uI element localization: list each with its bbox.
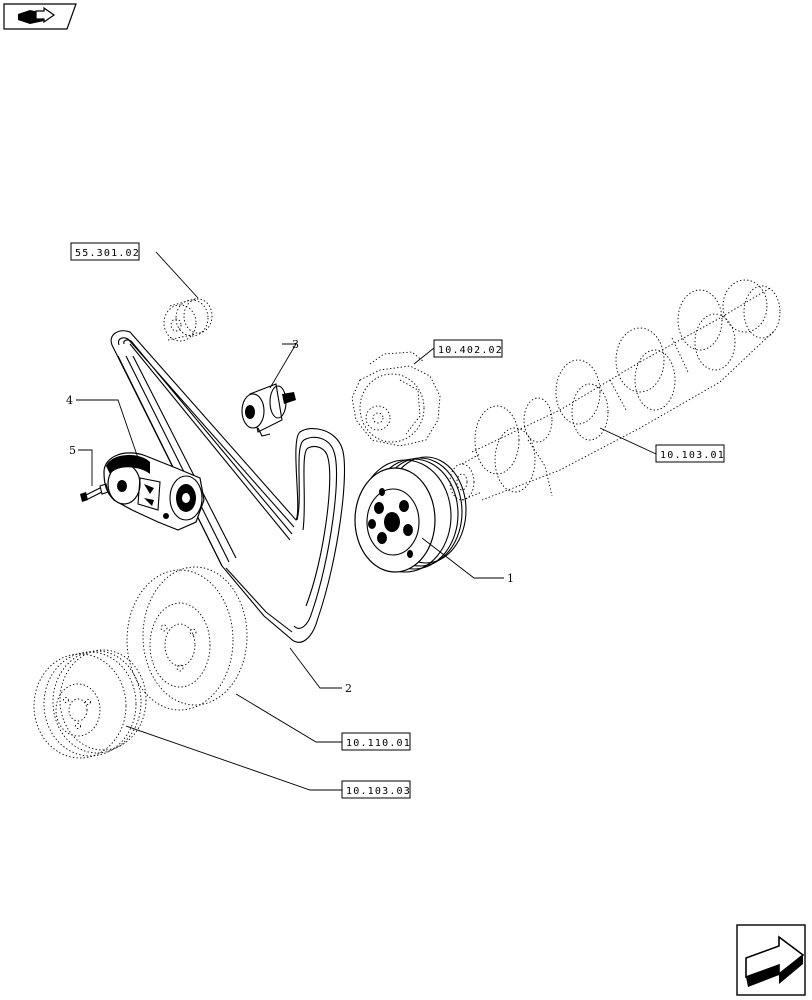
callout-1: 1 (507, 572, 514, 585)
reference-code: 10.110.01 (346, 738, 411, 749)
bolt (80, 483, 109, 502)
grooved-pulley-reference-drawing (33, 649, 147, 759)
reference-link-10-103-01[interactable]: 10.103.01 (655, 444, 725, 463)
idler-roller (241, 383, 296, 437)
crankshaft-pulley (354, 456, 467, 573)
callout-3: 3 (292, 338, 299, 351)
reference-code: 10.103.01 (660, 450, 725, 461)
small-pulley-reference-drawing (163, 297, 213, 342)
book-pointer-icon (18, 6, 56, 24)
reference-code: 55.301.02 (75, 248, 140, 259)
reference-link-10-103-03[interactable]: 10.103.03 (341, 780, 411, 799)
reference-code: 10.103.03 (346, 786, 411, 797)
damper-reference-drawing (126, 566, 248, 711)
reference-link-10-110-01[interactable]: 10.110.01 (341, 732, 411, 751)
reference-link-10-402-02[interactable]: 10.402.02 (433, 339, 503, 358)
callout-5: 5 (69, 444, 76, 457)
poly-v-belt (110, 330, 346, 643)
prev-page-button[interactable] (3, 3, 77, 30)
next-page-arrow-icon (745, 935, 805, 987)
callout-4: 4 (66, 394, 73, 407)
callout-2: 2 (345, 682, 352, 695)
reference-link-55-301-02[interactable]: 55.301.02 (70, 242, 140, 261)
leader-lines (76, 251, 657, 791)
belt-tensioner (103, 452, 205, 531)
next-page-button[interactable] (736, 924, 806, 996)
pump-housing-reference-drawing (351, 351, 441, 447)
reference-code: 10.402.02 (438, 345, 503, 356)
crankshaft-reference-drawing (449, 279, 781, 501)
